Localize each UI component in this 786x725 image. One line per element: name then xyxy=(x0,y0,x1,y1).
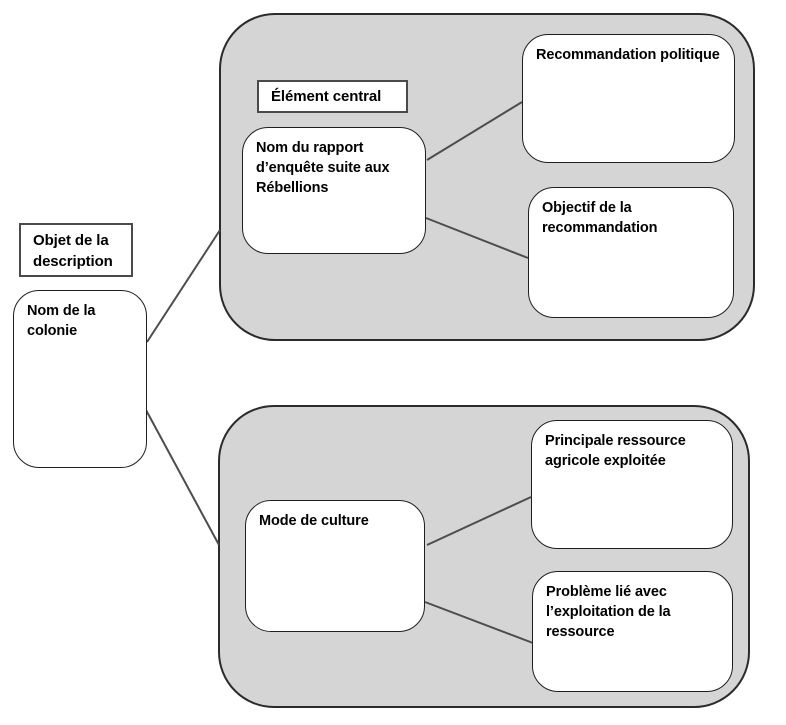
recommendation-node: Recommandation politique xyxy=(522,34,735,163)
objective-node: Objectif de la recommandation xyxy=(528,187,734,318)
object-description-label: Objet de la description xyxy=(19,223,133,277)
central-element-label: Élément central xyxy=(257,80,408,113)
resource-node: Principale ressource agricole exploitée xyxy=(531,420,733,549)
culture-node: Mode de culture xyxy=(245,500,425,632)
report-node: Nom du rapport d’enquête suite aux Rébel… xyxy=(242,127,426,254)
colony-node: Nom de la colonie xyxy=(13,290,147,468)
connector-colony-culture-group xyxy=(145,409,220,546)
problem-node: Problème lié avec l’exploitation de la r… xyxy=(532,571,733,692)
connector-colony-central-group xyxy=(146,229,221,343)
